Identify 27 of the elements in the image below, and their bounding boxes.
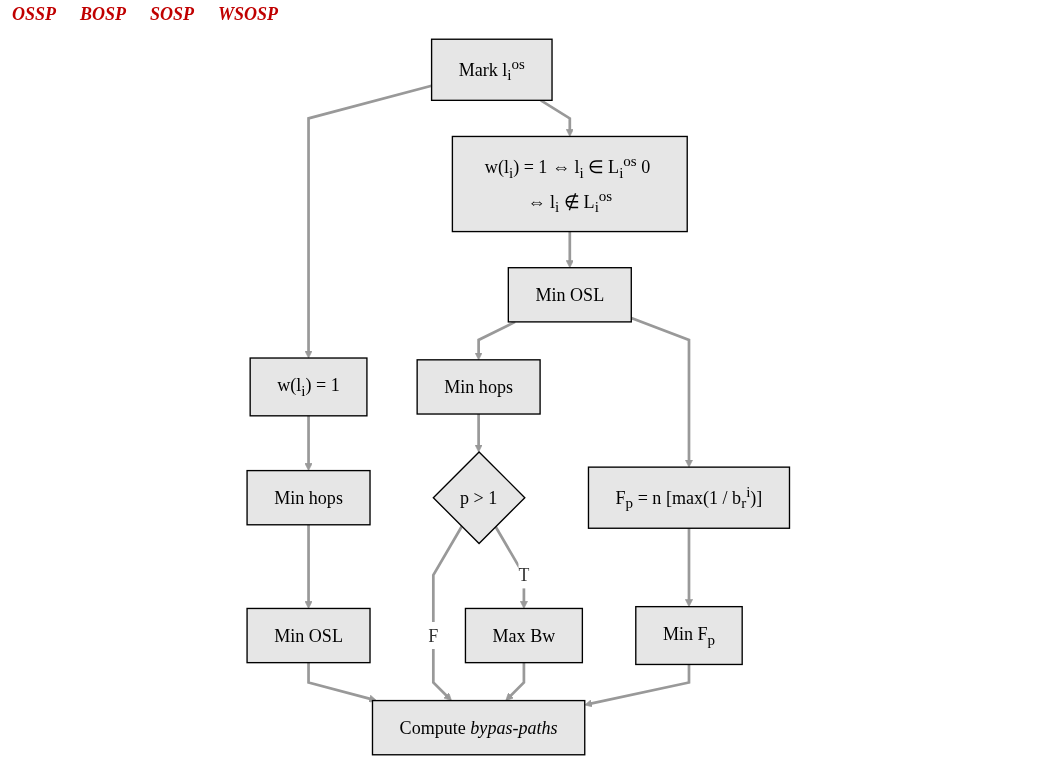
arrow <box>584 664 691 708</box>
arrow <box>685 528 694 607</box>
branch-label: BOSP <box>80 4 127 26</box>
node-box: Min OSL <box>507 267 633 323</box>
node-box: Min F$_{p}$ <box>635 605 744 666</box>
node-diamond: p > 1 <box>432 451 526 545</box>
arrow <box>474 320 516 361</box>
node-box: Min hops <box>246 469 371 526</box>
arrow <box>474 414 483 453</box>
edge-label: T <box>518 565 530 585</box>
branch-label: SOSP <box>150 4 195 26</box>
node-box: Min OSL <box>246 607 371 664</box>
arrow <box>304 524 313 609</box>
node-box: Compute bypas-paths <box>372 699 586 756</box>
arrow <box>307 662 378 703</box>
node-box: F$_{p}$ = n [max(1 / b$_{r}$$^{i}$)] <box>588 466 791 529</box>
arrow <box>304 415 313 471</box>
edge-label: F <box>428 625 439 646</box>
arrow <box>631 316 694 468</box>
node-box: Min hops <box>416 359 541 415</box>
arrow <box>566 231 574 269</box>
node-box: w(l$_{i}$) = 1 <box>249 357 368 417</box>
branch-label: OSSP <box>12 4 56 26</box>
branch-label: WSOSP <box>218 4 279 26</box>
node-box: Max Bw <box>465 607 584 664</box>
arrow <box>505 662 526 701</box>
arrow <box>540 99 574 137</box>
